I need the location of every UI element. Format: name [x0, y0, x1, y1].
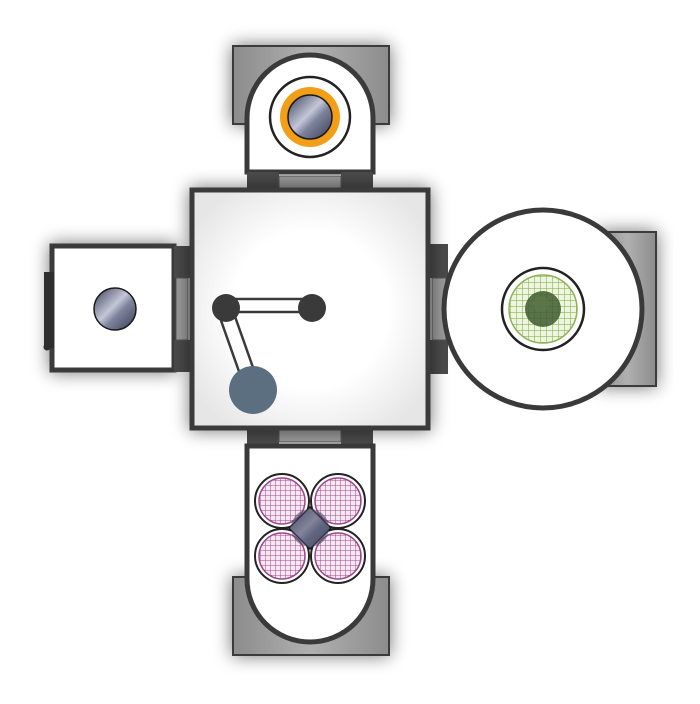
robot-shoulder-joint	[212, 294, 240, 322]
top-gate-left	[247, 172, 279, 190]
pink-wafer-2	[314, 477, 362, 525]
left-chamber-door-knob	[43, 343, 51, 351]
wafer-with-orange-ring-icon	[287, 94, 333, 140]
pink-wafer-4	[314, 532, 362, 580]
right-gate-bottom	[428, 340, 448, 374]
bottom-gate-left	[247, 428, 279, 446]
four-pink-grid-wafers-icon	[254, 473, 366, 584]
wafer-icon	[93, 287, 137, 331]
center-wafer-overlay	[291, 509, 329, 547]
robot-arm-icon	[212, 294, 326, 414]
left-gate-top	[174, 246, 192, 278]
pink-wafer-1	[258, 477, 306, 525]
top-gate-right	[341, 172, 373, 190]
left-chamber	[43, 243, 192, 373]
central-transfer-chamber	[189, 187, 431, 431]
bottom-gate-slot	[278, 429, 342, 443]
bottom-gate-right	[341, 428, 373, 446]
robot-elbow-joint	[298, 294, 326, 322]
left-gate-bottom	[174, 340, 192, 372]
right-chamber	[428, 207, 657, 411]
left-chamber-door	[44, 272, 54, 348]
green-core-highlight	[533, 296, 549, 312]
top-gate-slot	[278, 175, 342, 189]
bottom-chamber	[232, 428, 390, 656]
top-chamber	[232, 45, 390, 190]
robot-forearm-edge-right	[230, 307, 258, 377]
robot-end-effector	[229, 366, 277, 414]
left-gate-slot	[175, 277, 189, 341]
pink-wafer-3	[258, 532, 306, 580]
robot-forearm-edge-left	[216, 311, 244, 381]
right-gate-top	[428, 244, 448, 278]
